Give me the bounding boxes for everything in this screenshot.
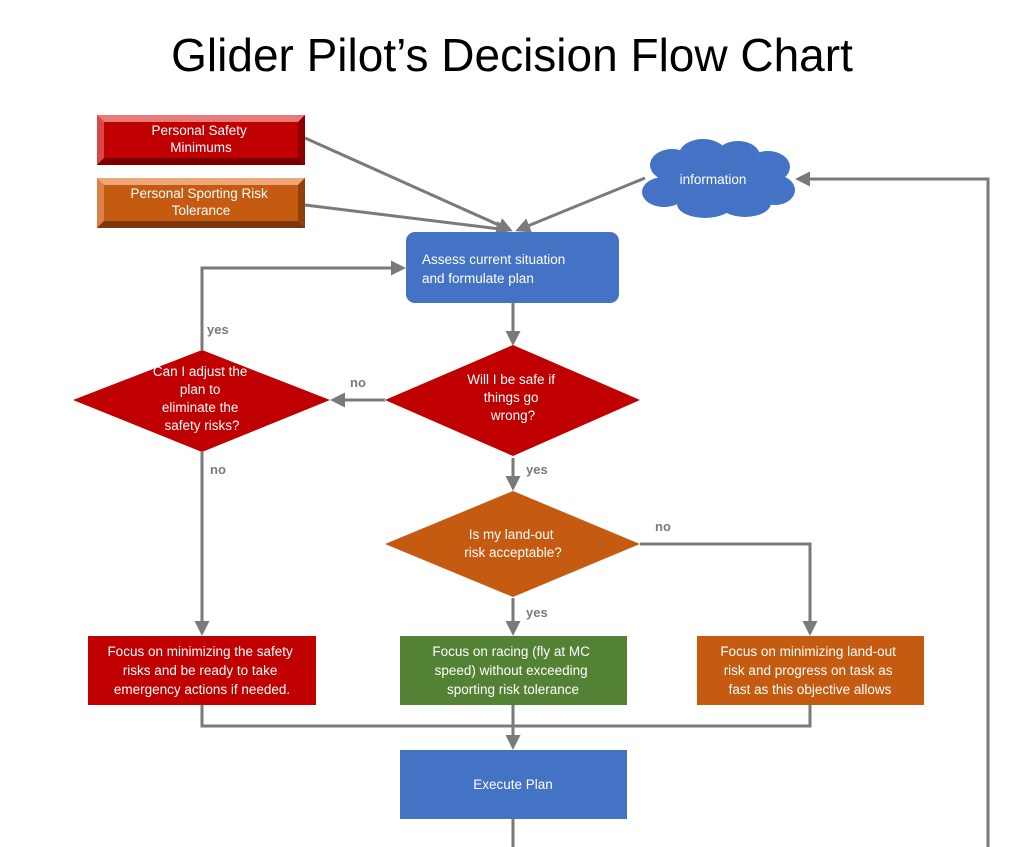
landout-question-line2: risk acceptable? bbox=[464, 545, 562, 560]
connector-safety-to-merge bbox=[200, 705, 513, 728]
connector-sporting-to-assess bbox=[304, 203, 511, 236]
focus-landout-line2: risk and progress on task as bbox=[724, 663, 893, 678]
safety-minimums-line1: Personal Safety bbox=[151, 123, 247, 138]
assess-box: Assess current situation and formulate p… bbox=[406, 232, 619, 303]
sporting-risk-box: Personal Sporting Risk Tolerance bbox=[97, 178, 305, 228]
connector-feedback-to-information bbox=[795, 171, 990, 847]
safe-question-line3: wrong? bbox=[490, 408, 535, 423]
edge-labels: yes no no yes no yes bbox=[207, 322, 671, 620]
svg-text:Focus on minimizing the safety: Focus on minimizing the safety risks and… bbox=[107, 644, 296, 697]
edge-label-landout-yes: yes bbox=[526, 605, 548, 620]
focus-racing-line1: Focus on racing (fly at MC bbox=[432, 644, 590, 659]
connectors bbox=[194, 136, 990, 847]
execute-plan-box: Execute Plan bbox=[400, 750, 627, 819]
connector-landout-to-merge bbox=[513, 705, 812, 728]
information-label: information bbox=[680, 172, 747, 187]
connector-landout-no bbox=[640, 542, 818, 636]
svg-text:Personal Safety Minimums: Personal Safety Minimums bbox=[151, 123, 250, 155]
adjust-question-line1: Can I adjust the bbox=[153, 364, 248, 379]
edge-label-adjust-yes: yes bbox=[207, 322, 229, 337]
landout-question-line1: Is my land-out bbox=[469, 527, 554, 542]
edge-label-adjust-no: no bbox=[210, 462, 226, 477]
edge-label-landout-no: no bbox=[655, 519, 671, 534]
focus-racing-line3: sporting risk tolerance bbox=[447, 682, 579, 697]
svg-text:Is my land-out risk acce: Is my land-out risk acceptable? bbox=[464, 527, 562, 560]
connector-adjust-yes bbox=[200, 260, 406, 350]
assess-line2: and formulate plan bbox=[422, 271, 534, 286]
svg-text:Assess current situation: Assess current situation and formulate p… bbox=[422, 252, 569, 286]
sporting-risk-line1: Personal Sporting Risk bbox=[130, 186, 268, 201]
focus-safety-box: Focus on minimizing the safety risks and… bbox=[88, 636, 316, 705]
svg-text:Personal Sporting Risk T: Personal Sporting Risk Tolerance bbox=[130, 186, 271, 218]
focus-landout-line1: Focus on minimizing land-out bbox=[720, 644, 896, 659]
information-cloud: information bbox=[642, 139, 795, 218]
safe-question-line2: things go bbox=[484, 390, 539, 405]
sporting-risk-line2: Tolerance bbox=[172, 203, 231, 218]
focus-landout-line3: fast as this objective allows bbox=[729, 682, 892, 697]
svg-text:Execute Plan: Execute Plan bbox=[473, 777, 553, 792]
edge-label-safe-no: no bbox=[350, 375, 366, 390]
focus-racing-box: Focus on racing (fly at MC speed) withou… bbox=[400, 636, 627, 705]
focus-safety-line1: Focus on minimizing the safety bbox=[107, 644, 293, 659]
adjust-question-line4: safety risks? bbox=[164, 418, 239, 433]
page-title: Glider Pilot’s Decision Flow Chart bbox=[171, 29, 853, 81]
svg-text:Focus on minimizing land-out: Focus on minimizing land-out risk and pr… bbox=[720, 644, 899, 697]
svg-text:Will I be safe if things: Will I be safe if things go wrong? bbox=[467, 372, 559, 423]
edge-label-safe-yes: yes bbox=[526, 462, 548, 477]
focus-racing-line2: speed) without exceeding bbox=[435, 663, 588, 678]
safety-minimums-line2: Minimums bbox=[170, 140, 232, 155]
safe-question-line1: Will I be safe if bbox=[467, 372, 555, 387]
safe-question-diamond: Will I be safe if things go wrong? bbox=[385, 345, 640, 456]
focus-landout-box: Focus on minimizing land-out risk and pr… bbox=[697, 636, 924, 705]
adjust-question-line2: plan to bbox=[180, 382, 221, 397]
focus-safety-line3: emergency actions if needed. bbox=[114, 682, 290, 697]
svg-text:Focus on racing (fly at MC: Focus on racing (fly at MC speed) withou… bbox=[432, 644, 593, 697]
safety-minimums-box: Personal Safety Minimums bbox=[97, 115, 305, 165]
assess-line1: Assess current situation bbox=[422, 252, 565, 267]
adjust-question-line3: eliminate the bbox=[162, 400, 239, 415]
svg-text:information: information bbox=[680, 172, 747, 187]
landout-question-diamond: Is my land-out risk acceptable? bbox=[385, 491, 640, 597]
svg-text:Can I adjust the plan to: Can I adjust the plan to eliminate the s… bbox=[153, 364, 251, 433]
connector-safety-to-assess bbox=[304, 136, 513, 232]
execute-plan-label: Execute Plan bbox=[473, 777, 553, 792]
connector-information-to-assess bbox=[515, 176, 646, 233]
focus-safety-line2: risks and be ready to take bbox=[123, 663, 278, 678]
adjust-question-diamond: Can I adjust the plan to eliminate the s… bbox=[73, 350, 330, 452]
